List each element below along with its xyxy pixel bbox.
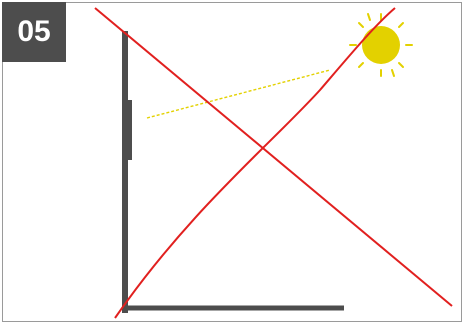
sun-rays xyxy=(349,13,413,77)
sun-icon xyxy=(349,13,413,77)
wall-mount-plate xyxy=(126,100,132,160)
cross-line-curve xyxy=(114,7,396,319)
step-number-badge: 05 xyxy=(2,2,66,62)
sun-disc xyxy=(362,26,400,64)
sun-sight-line xyxy=(146,69,331,119)
wall-bracket-icon xyxy=(122,31,344,313)
cross-out-icon xyxy=(94,7,453,319)
cross-line-diagonal xyxy=(94,7,453,307)
